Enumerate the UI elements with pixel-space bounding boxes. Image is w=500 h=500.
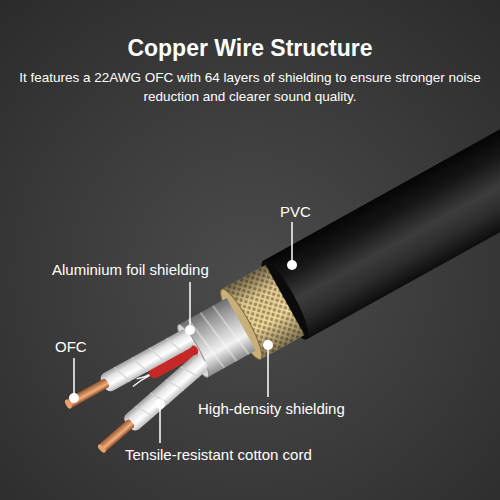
subtitle-caption: It features a 22AWG OFC with 64 layers o… bbox=[14, 68, 486, 106]
leader-line bbox=[267, 348, 269, 397]
leader-line bbox=[73, 358, 75, 395]
leader-line bbox=[291, 222, 293, 262]
leader-dot bbox=[185, 325, 195, 335]
part-label: OFC bbox=[55, 338, 87, 356]
part-label: Tensile-resistant cotton cord bbox=[125, 446, 312, 464]
part-label: Aluminium foil shielding bbox=[52, 261, 209, 279]
leader-line bbox=[159, 407, 161, 443]
leader-line bbox=[189, 282, 191, 327]
page-title: Copper Wire Structure bbox=[0, 34, 500, 62]
leader-dot bbox=[263, 340, 273, 350]
leader-dot bbox=[287, 260, 297, 270]
leader-dot bbox=[69, 393, 79, 403]
leader-dots bbox=[69, 260, 297, 409]
wire-insulation bbox=[98, 327, 195, 393]
copper-tip bbox=[97, 443, 107, 454]
leader-dot bbox=[155, 399, 165, 409]
part-label: High-density shielding bbox=[198, 400, 345, 418]
insulation-texture bbox=[114, 335, 182, 385]
copper-core bbox=[66, 378, 110, 409]
part-label: PVC bbox=[280, 203, 311, 221]
